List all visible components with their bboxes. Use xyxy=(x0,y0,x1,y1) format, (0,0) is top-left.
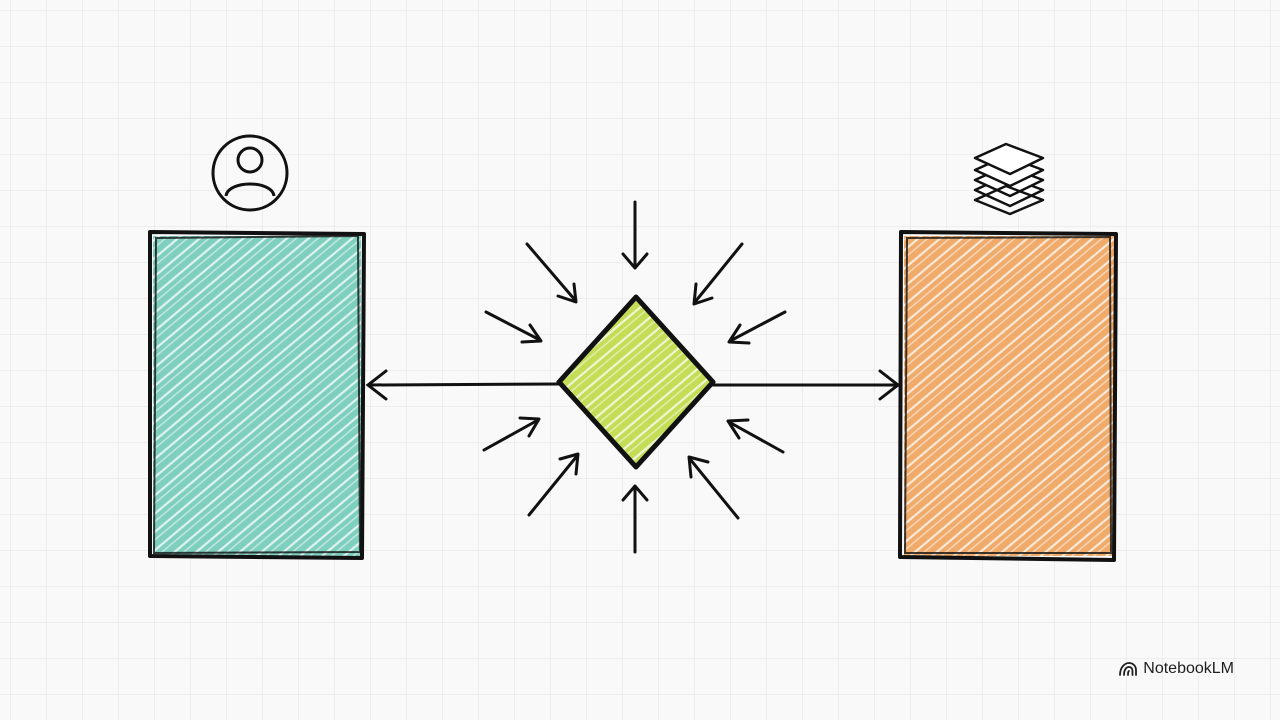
brand-name: NotebookLM xyxy=(1143,660,1234,677)
left-node xyxy=(148,230,366,560)
arrow-top xyxy=(621,200,649,270)
arrow-left-upper xyxy=(484,310,543,344)
arrow-right-upper xyxy=(727,310,787,345)
arrow-bottom xyxy=(621,484,649,554)
arrow-bottom-right xyxy=(687,455,740,520)
layers-icon xyxy=(973,142,1045,216)
arrow-left-lower xyxy=(482,416,541,452)
notebooklm-logo-icon xyxy=(1119,662,1138,676)
connector-left xyxy=(365,369,562,401)
converging-arrows xyxy=(482,200,787,554)
brand-watermark: NotebookLM xyxy=(1119,660,1234,678)
center-node xyxy=(556,294,716,470)
arrow-top-left xyxy=(525,242,578,304)
right-node xyxy=(898,230,1118,562)
arrow-bottom-left xyxy=(527,452,580,517)
user-icon xyxy=(211,134,289,212)
arrow-top-right xyxy=(692,242,744,306)
arrow-right-lower xyxy=(726,418,785,454)
connector-right xyxy=(710,369,901,401)
